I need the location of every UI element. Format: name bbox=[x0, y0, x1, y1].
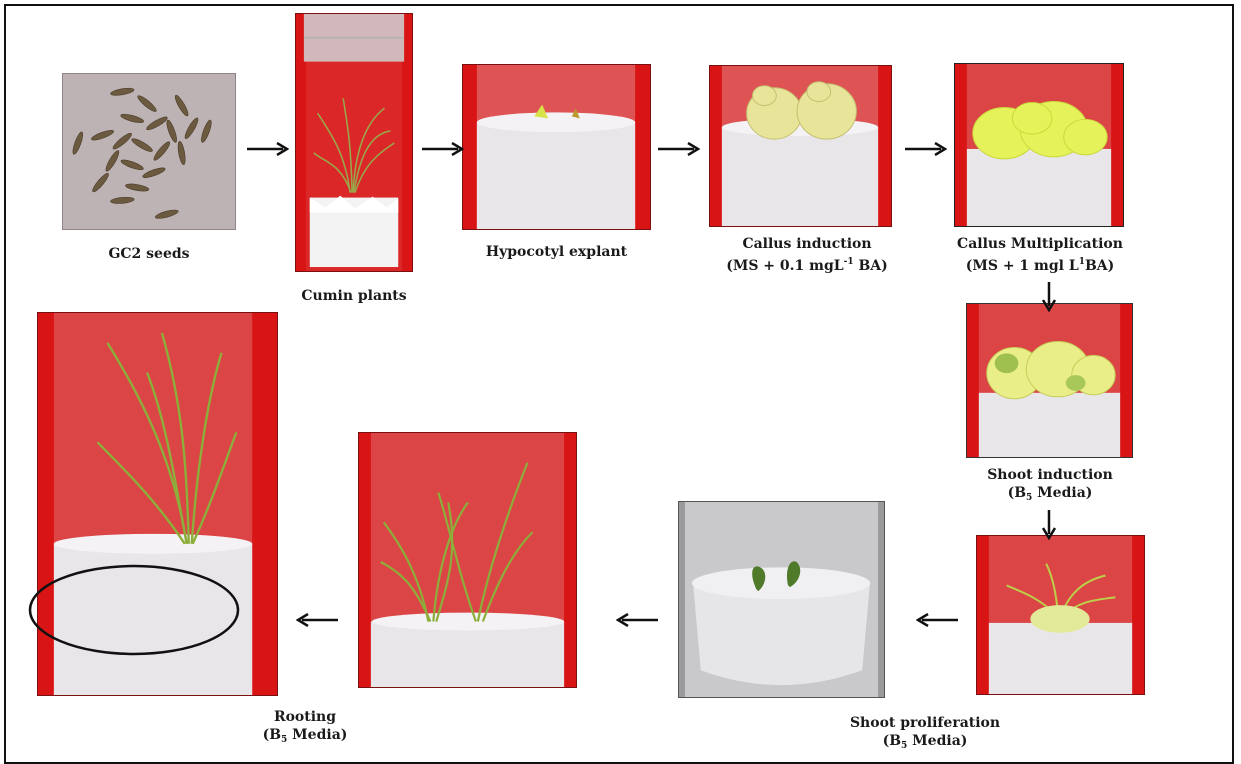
shoot-proliferation-photo bbox=[678, 501, 885, 698]
caption-shoot-induction-line1: Shoot induction bbox=[960, 466, 1140, 484]
caption-rooting: Rooting (B5 Media) bbox=[225, 708, 385, 749]
caption-rooting-line1: Rooting bbox=[225, 708, 385, 726]
caption-shoot-proliferation-line1: Shoot proliferation bbox=[815, 714, 1035, 732]
caption-shoot-induction-line2: (B5 Media) bbox=[960, 484, 1140, 507]
root-zone-ellipse bbox=[25, 560, 243, 660]
arrow-down-icon bbox=[1042, 508, 1056, 540]
callus-multiplication-photo bbox=[954, 63, 1124, 227]
caption-shoot-induction: Shoot induction (B5 Media) bbox=[960, 466, 1140, 507]
plantlets-photo bbox=[358, 432, 577, 688]
caption-hypocotyl-explant: Hypocotyl explant bbox=[452, 243, 661, 261]
arrow-left-icon bbox=[296, 613, 340, 627]
arrow-down-icon bbox=[1042, 280, 1056, 312]
shoot-multiplication-photo bbox=[976, 535, 1145, 695]
caption-callus-multiplication: Callus Multiplication (MS + 1 mgl L1BA) bbox=[938, 235, 1142, 275]
arrow-right-icon bbox=[903, 142, 947, 156]
seeds-photo bbox=[62, 73, 236, 230]
caption-gc2-seeds: GC2 seeds bbox=[62, 245, 236, 263]
arrow-right-icon bbox=[656, 142, 700, 156]
caption-callus-multiplication-line2: (MS + 1 mgl L1BA) bbox=[938, 253, 1142, 275]
caption-cumin-plants-text: Cumin plants bbox=[301, 288, 406, 304]
shoot-induction-photo bbox=[966, 303, 1133, 458]
caption-shoot-proliferation-line2: (B5 Media) bbox=[815, 732, 1035, 755]
arrow-left-icon bbox=[616, 613, 660, 627]
cumin-plants-photo bbox=[295, 13, 413, 272]
caption-callus-induction-line2: (MS + 0.1 mgL-1 BA) bbox=[709, 253, 905, 275]
caption-gc2-seeds-text: GC2 seeds bbox=[108, 246, 189, 262]
callus-induction-photo bbox=[709, 65, 892, 227]
hypocotyl-explant-photo bbox=[462, 64, 651, 230]
arrow-right-icon bbox=[245, 142, 289, 156]
caption-hypocotyl-explant-text: Hypocotyl explant bbox=[486, 244, 627, 260]
caption-callus-multiplication-line1: Callus Multiplication bbox=[938, 235, 1142, 253]
caption-callus-induction: Callus induction (MS + 0.1 mgL-1 BA) bbox=[709, 235, 905, 275]
caption-cumin-plants: Cumin plants bbox=[280, 287, 428, 305]
arrow-left-icon bbox=[916, 613, 960, 627]
caption-shoot-proliferation: Shoot proliferation (B5 Media) bbox=[815, 714, 1035, 755]
caption-rooting-line2: (B5 Media) bbox=[225, 726, 385, 749]
arrow-right-icon bbox=[420, 142, 464, 156]
caption-callus-induction-line1: Callus induction bbox=[709, 235, 905, 253]
